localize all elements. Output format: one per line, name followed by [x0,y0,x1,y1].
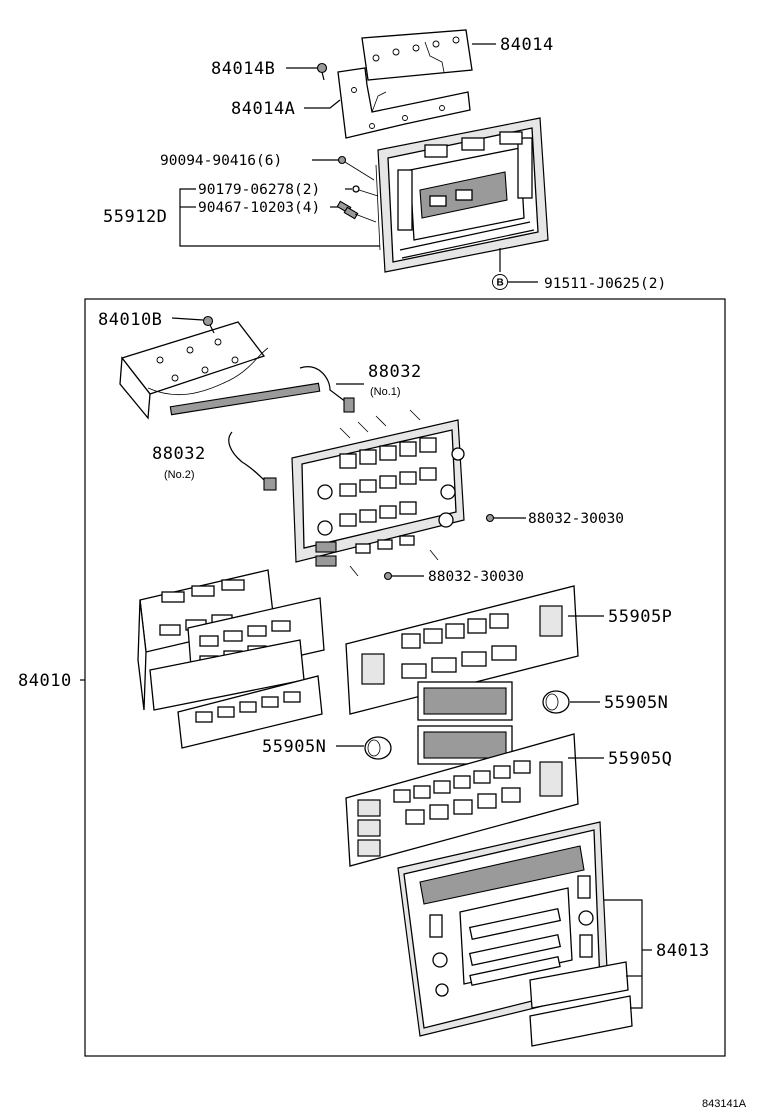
label-circle-b: B [497,278,504,289]
fastener-screws [336,155,379,223]
label-84010: 84010 [18,671,72,691]
plate-84014a [337,67,471,139]
lens-panel-lower [177,675,323,749]
bracket-55912d [179,188,380,247]
leader-84010b [171,317,204,321]
plate-84014 [361,29,473,81]
switch-panel-55905p [345,585,579,715]
label-55905n-left: 55905N [262,737,326,757]
label-88032-30030-b: 88032-30030 [428,569,524,585]
circle-b-marker [492,274,508,290]
group-box-84010 [84,298,726,1057]
bezel-84013 [397,821,609,1037]
label-84010b: 84010B [98,310,162,330]
leader-84014a [304,99,341,109]
label-84013: 84013 [656,941,710,961]
label-84014a: 84014A [231,99,295,119]
lens-strip-upper [529,961,629,1009]
frame-bracket [375,117,549,273]
label-88032-no2: 88032 [152,444,206,464]
display-lens-upper [417,681,513,721]
diagram-code: 843141A [702,1098,747,1110]
label-55912d: 55912D [103,207,167,227]
bulb-88032-30030-a [485,513,526,523]
knob-55905n-left [364,736,392,760]
bracket-84013 [604,899,643,1009]
screw-84010b [202,315,215,334]
screw-84014b [316,62,328,81]
label-88032-no1: 88032 [368,362,422,382]
label-88032-30030-a: 88032-30030 [528,511,624,527]
bulb-88032-30030-b [383,571,424,581]
knob-55905n-right [542,690,570,714]
label-91511-j0625: 91511-J0625(2) [544,276,666,292]
label-90467-10203: 90467-10203(4) [198,200,320,216]
harness-88032-no2 [228,431,277,491]
label-90094-90416: 90094-90416(6) [160,153,282,169]
harness-88032-no1 [299,366,355,413]
label-55905n-right: 55905N [604,693,668,713]
label-88032-no2-sub: (No.2) [164,469,195,481]
label-55905p: 55905P [608,607,672,627]
label-55905q: 55905Q [608,749,672,769]
lens-strip-lower [529,995,633,1047]
control-unit-body [291,419,465,567]
bulbs [339,409,439,577]
label-88032-no1-sub: (No.1) [370,386,401,398]
label-84014: 84014 [500,35,554,55]
label-84014b: 84014B [211,59,275,79]
lens-panel-upper [137,569,325,711]
cover-plate [119,321,321,420]
switch-panel-55905q [345,733,579,867]
label-90179-06278: 90179-06278(2) [198,182,320,198]
